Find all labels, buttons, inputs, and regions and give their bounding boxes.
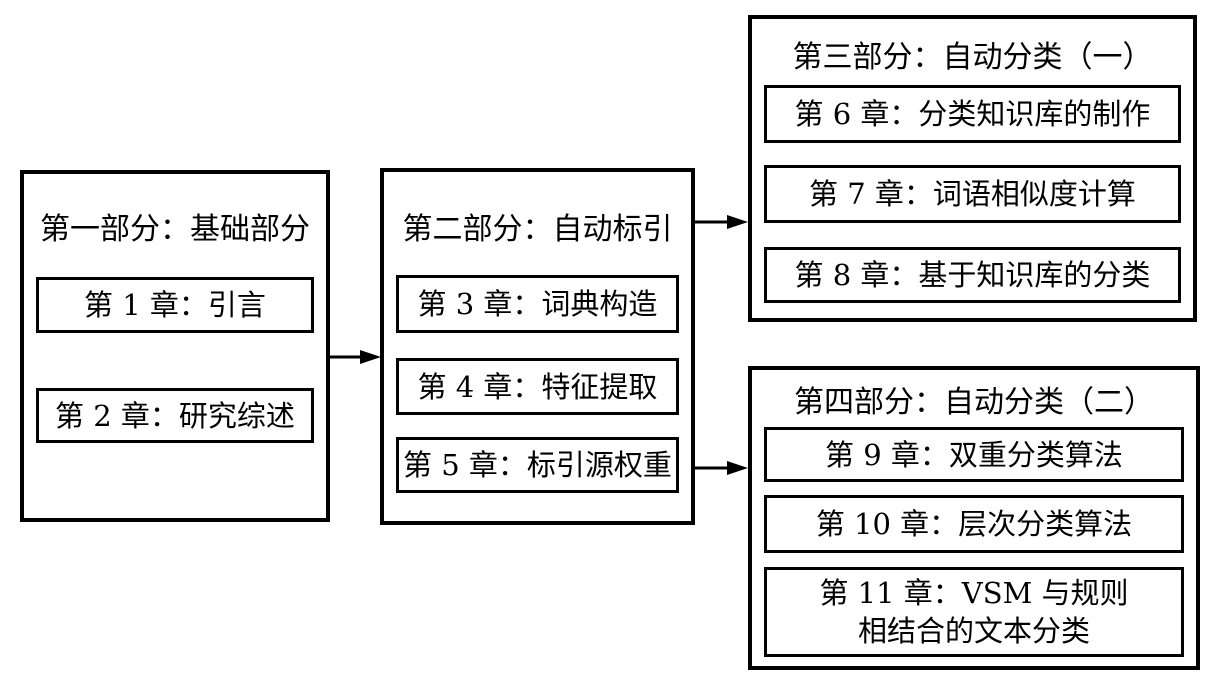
part1-title: 第一部分：基础部分 bbox=[40, 212, 310, 247]
chapter-6-box: 第 6 章：分类知识库的制作 bbox=[764, 85, 1181, 143]
part2-box: 第二部分：自动标引 第 3 章：词典构造 第 4 章：特征提取 第 5 章：标引… bbox=[380, 168, 695, 525]
chapter-8-box: 第 8 章：基于知识库的分类 bbox=[764, 247, 1181, 303]
part3-box: 第三部分：自动分类（一） 第 6 章：分类知识库的制作 第 7 章：词语相似度计… bbox=[748, 15, 1197, 322]
chapter-2-box: 第 2 章：研究综述 bbox=[36, 388, 314, 443]
chapter-3-box: 第 3 章：词典构造 bbox=[396, 275, 679, 333]
part4-title: 第四部分：自动分类（二） bbox=[794, 385, 1154, 420]
chapter-9-box: 第 9 章：双重分类算法 bbox=[764, 427, 1184, 482]
chapter-1-box: 第 1 章：引言 bbox=[36, 277, 314, 333]
chapter-10-box: 第 10 章：层次分类算法 bbox=[764, 495, 1184, 553]
part3-title: 第三部分：自动分类（一） bbox=[792, 40, 1153, 75]
arrow-part2-to-part4 bbox=[695, 461, 748, 475]
part4-box: 第四部分：自动分类（二） 第 9 章：双重分类算法 第 10 章：层次分类算法 … bbox=[748, 366, 1200, 670]
chapter-11-box: 第 11 章：VSM 与规则 相结合的文本分类 bbox=[764, 567, 1184, 657]
part1-box: 第一部分：基础部分 第 1 章：引言 第 2 章：研究综述 bbox=[20, 170, 330, 522]
chapter-7-box: 第 7 章：词语相似度计算 bbox=[764, 165, 1181, 223]
arrow-part2-to-part3 bbox=[695, 215, 748, 229]
part2-title: 第二部分：自动标引 bbox=[402, 212, 673, 247]
arrow-part1-to-part2 bbox=[330, 350, 381, 364]
chapter-5-box: 第 5 章：标引源权重 bbox=[396, 437, 679, 493]
chapter-4-box: 第 4 章：特征提取 bbox=[396, 358, 679, 415]
